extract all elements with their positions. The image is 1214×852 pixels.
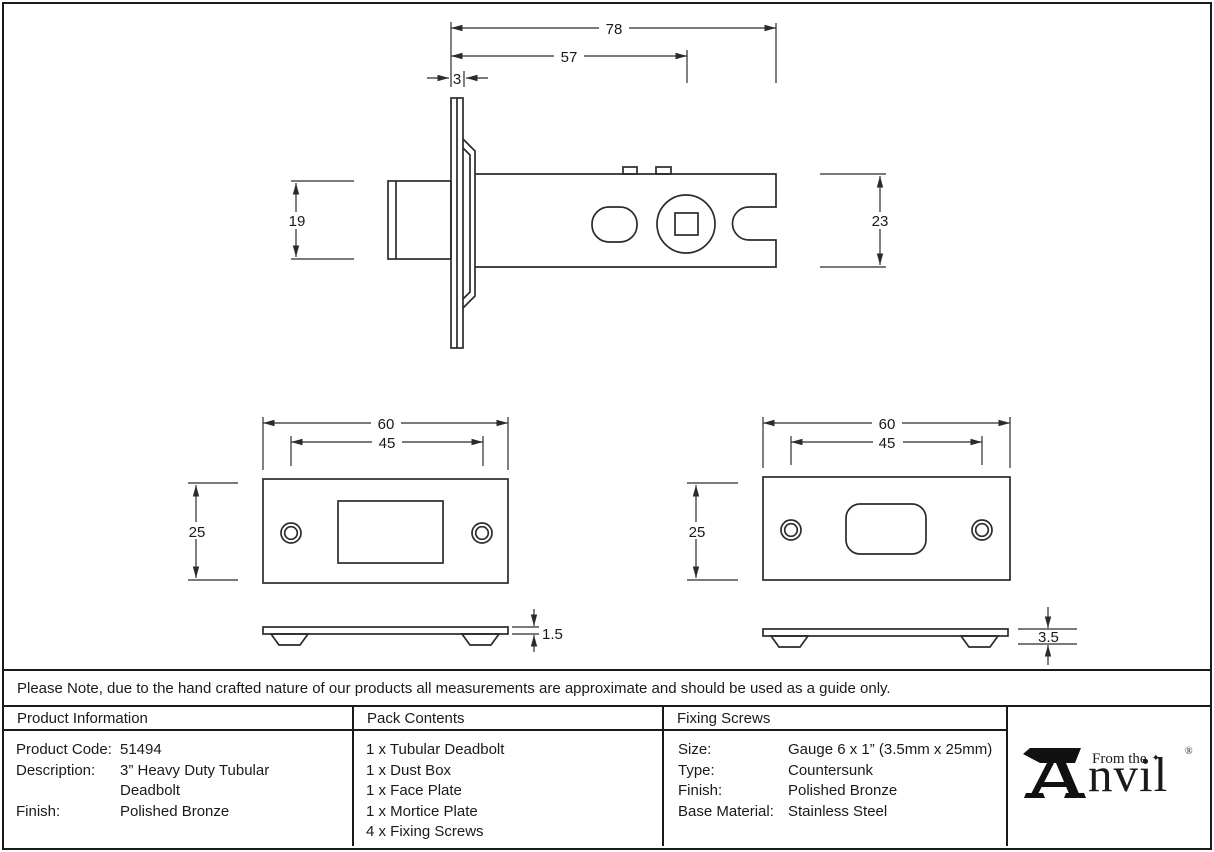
morticeplate-dimension-labels: 60 45 25 3.5	[682, 415, 1059, 646]
dim-faceplate-thickness: 3	[453, 71, 461, 88]
spec-label: Description:	[16, 761, 96, 779]
pack-contents-list: 1 x Tubular Deadbolt 1 x Dust Box 1 x Fa…	[354, 731, 662, 843]
spec-label: Size:	[678, 741, 712, 758]
logo-from-the: From the	[1092, 751, 1147, 767]
section-header-pack-contents: Pack Contents	[354, 707, 662, 731]
pack-item: 4 x Fixing Screws	[366, 823, 484, 840]
brand-logo: From the ✦ nvil ®	[1006, 707, 1210, 846]
side-view-dimension-lines	[292, 24, 884, 265]
dim-faceplate-centres: 45	[379, 435, 396, 452]
side-view-extension-lines	[291, 22, 886, 268]
registered-mark: ®	[1185, 746, 1193, 757]
pack-item: 1 x Face Plate	[366, 782, 462, 799]
pack-item: 1 x Tubular Deadbolt	[366, 741, 505, 758]
spec-label: Finish:	[16, 802, 61, 820]
anvil-icon	[1023, 748, 1086, 798]
spec-label: Finish:	[678, 782, 723, 799]
side-view-dimension-labels: 78 57 3 19 23	[282, 20, 894, 230]
dim-morticeplate-thickness: 3.5	[1038, 629, 1059, 646]
faceplate-dimension-labels: 60 45 25 1.5	[182, 415, 563, 643]
spec-value: Stainless Steel	[788, 802, 888, 820]
spec-value: 3” Heavy Duty Tubular	[120, 761, 270, 779]
dim-morticeplate-height: 25	[689, 524, 706, 541]
spec-value: 51494	[120, 741, 162, 758]
spec-value: Deadbolt	[120, 782, 181, 799]
dim-morticeplate-centres: 45	[879, 435, 896, 452]
fixing-screws-rows: Size: Gauge 6 x 1” (3.5mm x 25mm) Type: …	[664, 731, 1006, 822]
faceplate-extension-lines	[188, 417, 539, 635]
star-icon: ✦	[1151, 753, 1160, 764]
logo-word: nvil	[1088, 747, 1169, 802]
product-information-rows: Product Code: 51494 Description: 3” Heav…	[4, 731, 352, 822]
product-information-section: Product Information Product Code: 51494 …	[4, 707, 352, 846]
spec-value: Countersunk	[788, 761, 874, 779]
faceplate-front-view	[262, 478, 509, 584]
spec-value: Polished Bronze	[120, 802, 230, 820]
spec-value: Gauge 6 x 1” (3.5mm x 25mm)	[788, 741, 993, 758]
faceplate-profile-view	[262, 626, 509, 646]
spec-label: Product Code:	[16, 741, 112, 758]
dim-faceplate-height: 25	[189, 524, 206, 541]
dim-morticeplate-width: 60	[879, 416, 896, 433]
spec-label	[16, 781, 120, 802]
deadbolt-side-view	[387, 97, 777, 349]
dim-faceplate-thickness: 1.5	[542, 626, 563, 643]
spec-value: Polished Bronze	[788, 782, 898, 799]
morticeplate-front-view	[762, 476, 1011, 581]
dim-overall-length: 78	[606, 21, 623, 38]
dim-faceplate-width: 60	[378, 416, 395, 433]
notes-bar: Please Note, due to the hand crafted nat…	[4, 669, 1210, 707]
dim-bolt-diameter: 19	[289, 213, 306, 230]
note-text: Please Note, due to the hand crafted nat…	[17, 679, 891, 697]
section-header-product-information: Product Information	[4, 707, 352, 731]
dim-backset: 57	[561, 49, 578, 66]
pack-item: 1 x Dust Box	[366, 761, 452, 779]
morticeplate-extension-lines	[687, 417, 1077, 645]
fixing-screws-section: Fixing Screws Size: Gauge 6 x 1” (3.5mm …	[662, 707, 1006, 846]
pack-contents-section: Pack Contents 1 x Tubular Deadbolt 1 x D…	[352, 707, 662, 846]
logo-tagline: From the ✦	[1092, 751, 1160, 768]
spec-label: Type:	[678, 761, 715, 779]
dim-case-height: 23	[872, 213, 889, 230]
pack-item: 1 x Mortice Plate	[366, 802, 478, 820]
technical-drawing: 78 57 3 19 23	[182, 20, 1077, 665]
section-header-fixing-screws: Fixing Screws	[664, 707, 1006, 731]
morticeplate-profile-view	[762, 628, 1009, 648]
spec-label: Base Material:	[678, 802, 774, 820]
